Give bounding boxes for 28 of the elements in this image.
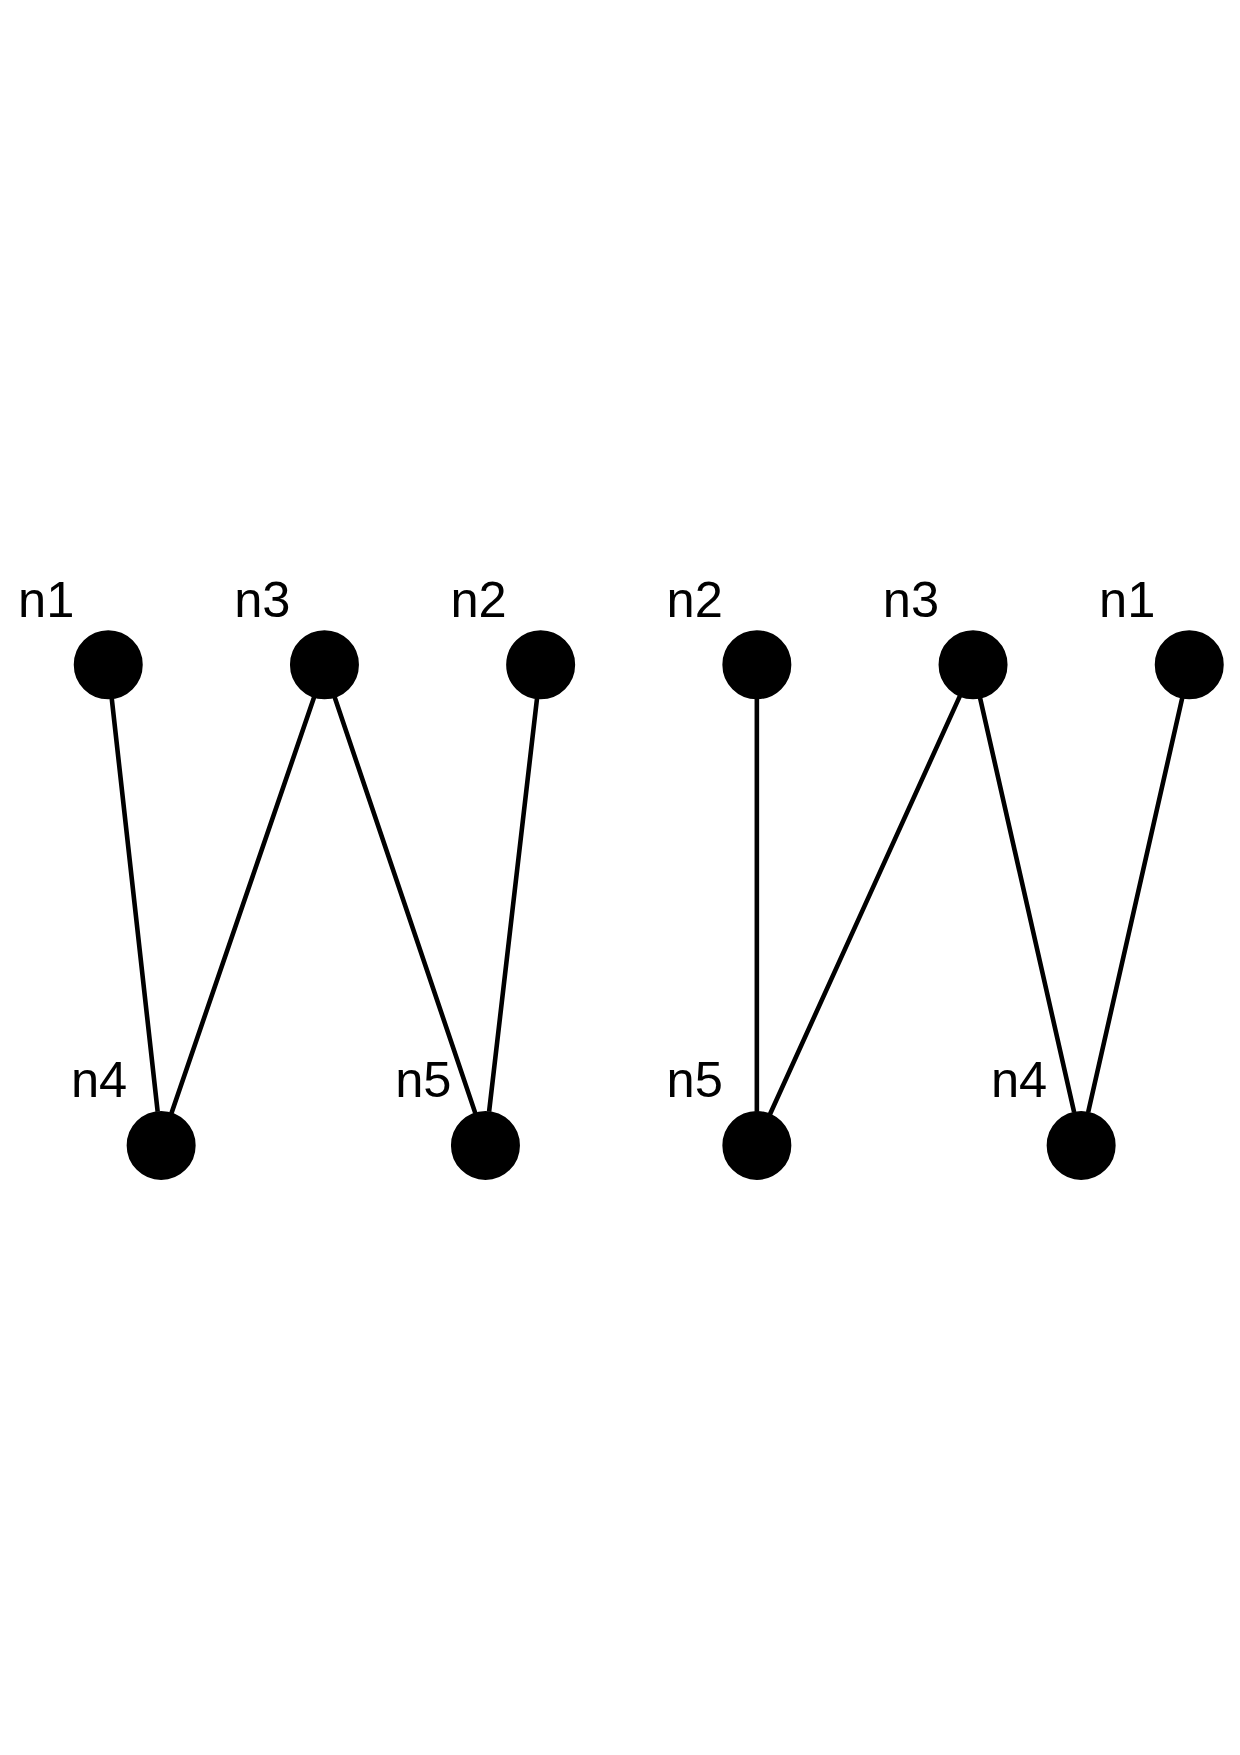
connector xyxy=(767,695,962,1116)
connector xyxy=(332,696,478,1115)
connector xyxy=(486,698,540,1113)
node-label: n1 xyxy=(1099,570,1156,628)
connector xyxy=(754,698,760,1112)
node-label: n2 xyxy=(450,570,507,628)
connector xyxy=(977,697,1077,1113)
node-circle xyxy=(1154,630,1224,700)
node-circle xyxy=(1046,1110,1116,1180)
node-label: n2 xyxy=(666,570,723,628)
node-circle xyxy=(722,1110,792,1180)
node-circle xyxy=(722,630,792,700)
node-label: n3 xyxy=(882,570,940,628)
connector xyxy=(169,696,317,1115)
node-label: n4 xyxy=(990,1051,1048,1109)
node-label: n1 xyxy=(18,570,75,628)
node-circle xyxy=(126,1110,196,1180)
node-label: n3 xyxy=(234,570,291,628)
connector xyxy=(109,698,160,1113)
node-label: n5 xyxy=(395,1051,452,1109)
node-circle xyxy=(73,630,143,700)
node-circle xyxy=(289,630,359,700)
node-circle xyxy=(450,1110,520,1180)
node-label: n5 xyxy=(666,1051,723,1109)
node-circle xyxy=(938,630,1008,700)
connector xyxy=(1085,697,1185,1113)
node-circle xyxy=(506,630,576,700)
node-label: n4 xyxy=(70,1051,128,1109)
